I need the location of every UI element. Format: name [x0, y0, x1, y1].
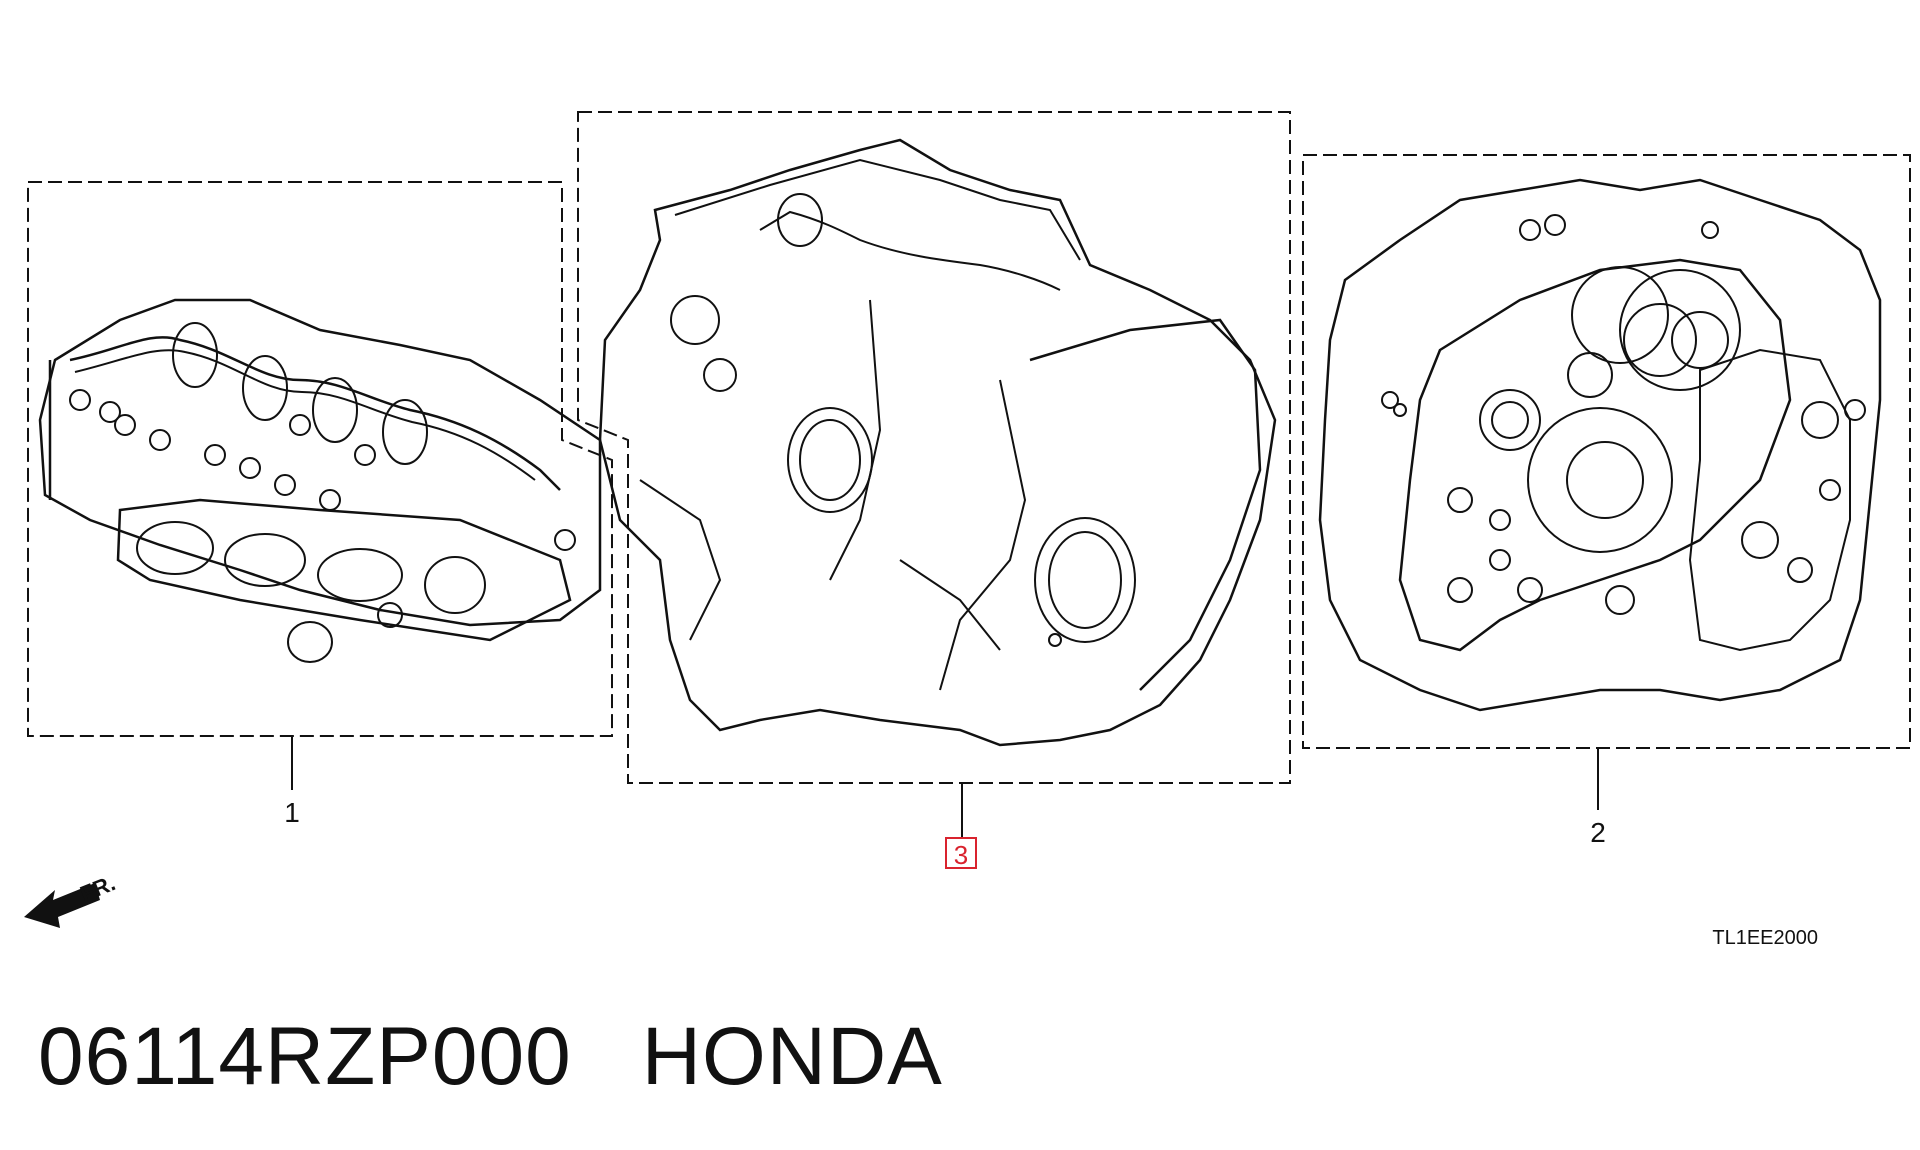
brand-name: HONDA — [641, 1011, 943, 1102]
diagram-code: TL1EE2000 — [1712, 927, 1818, 949]
panel-3-frame — [577, 111, 1291, 784]
front-indicator-label: FR. — [77, 870, 119, 906]
panel-block-gasket-kit: 3 — [577, 111, 1291, 870]
engine-block-illustration — [598, 138, 1277, 747]
callout-2-label[interactable]: 2 — [1590, 817, 1606, 848]
panel-head-gasket-kit: 1 — [27, 181, 613, 828]
transmission-case-illustration — [1318, 178, 1882, 712]
front-direction-indicator: FR. — [24, 870, 119, 928]
panel-2-frame — [1302, 154, 1911, 749]
part-footer: 06114RZP000 HONDA — [38, 1010, 943, 1104]
cylinder-head-illustration — [38, 298, 602, 663]
front-arrow-icon — [24, 883, 100, 928]
callout-1-label[interactable]: 1 — [284, 797, 300, 828]
panel-1-frame — [27, 181, 613, 737]
callout-3-label[interactable]: 3 — [954, 840, 968, 870]
part-number: 06114RZP000 — [38, 1011, 572, 1102]
panel-transmission-gasket-kit: 2 — [1302, 154, 1911, 848]
callout-3-highlight-box — [945, 837, 977, 869]
